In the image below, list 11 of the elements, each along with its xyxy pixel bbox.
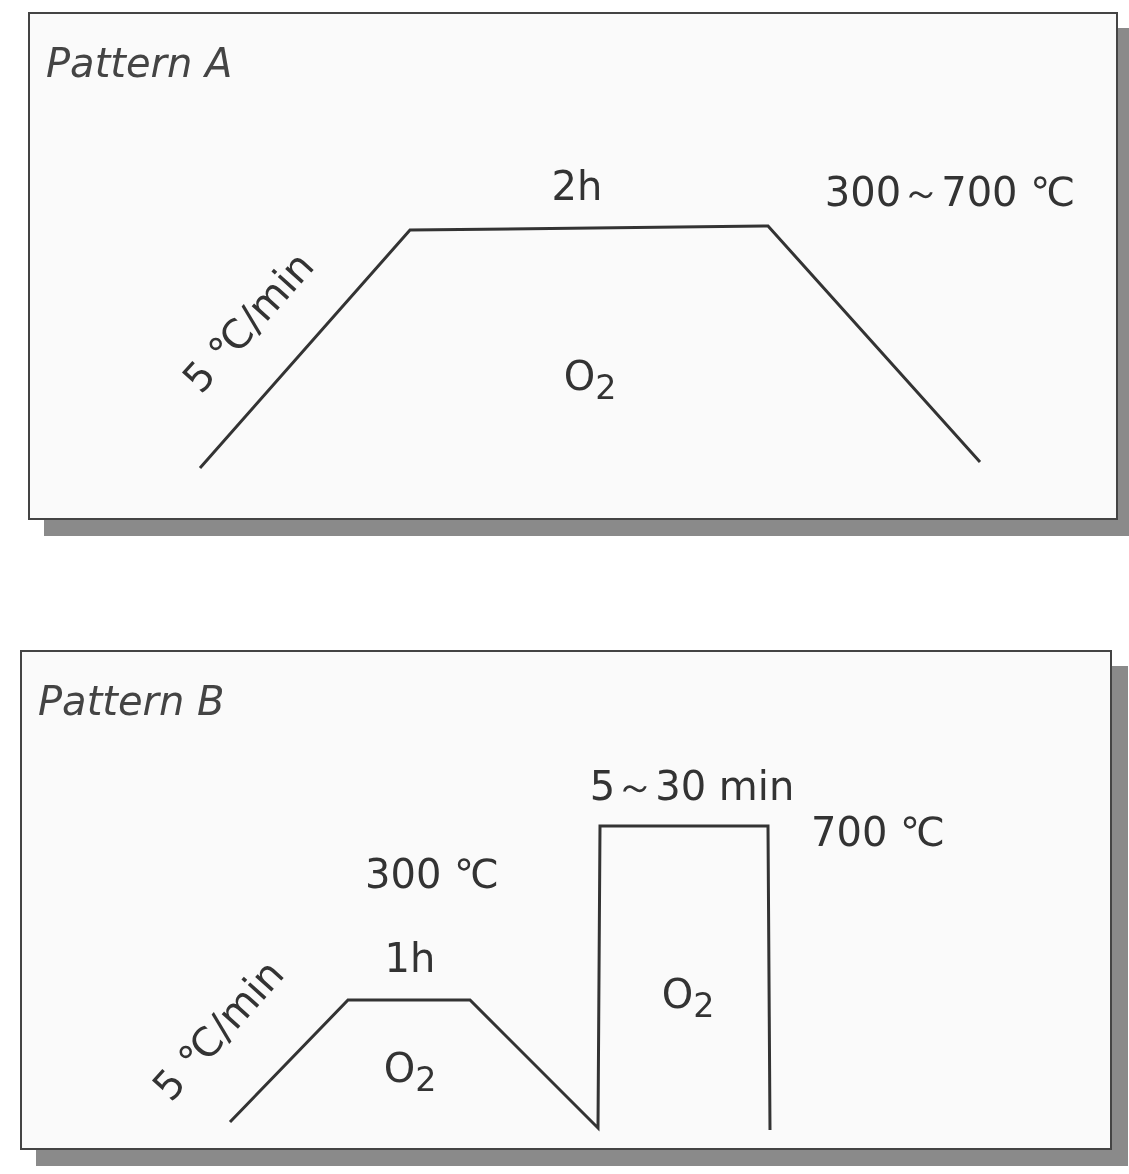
temperature-label: 300～700 ℃ xyxy=(824,172,1076,212)
atmosphere-label: O$_{2}$ xyxy=(661,973,715,1023)
temperature-label: 300 ℃ xyxy=(365,854,499,894)
hold-time: 2h xyxy=(551,166,603,206)
panel-title: Pattern B xyxy=(38,678,225,724)
hold-time: 1h xyxy=(384,938,436,978)
temperature-label: 700 ℃ xyxy=(811,812,945,852)
atmosphere-label: O$_{2}$ xyxy=(563,355,617,405)
panel-title: Pattern A xyxy=(46,40,233,86)
atmosphere-label: O$_{2}$ xyxy=(383,1047,437,1097)
hold-time: 5～30 min xyxy=(589,766,795,806)
